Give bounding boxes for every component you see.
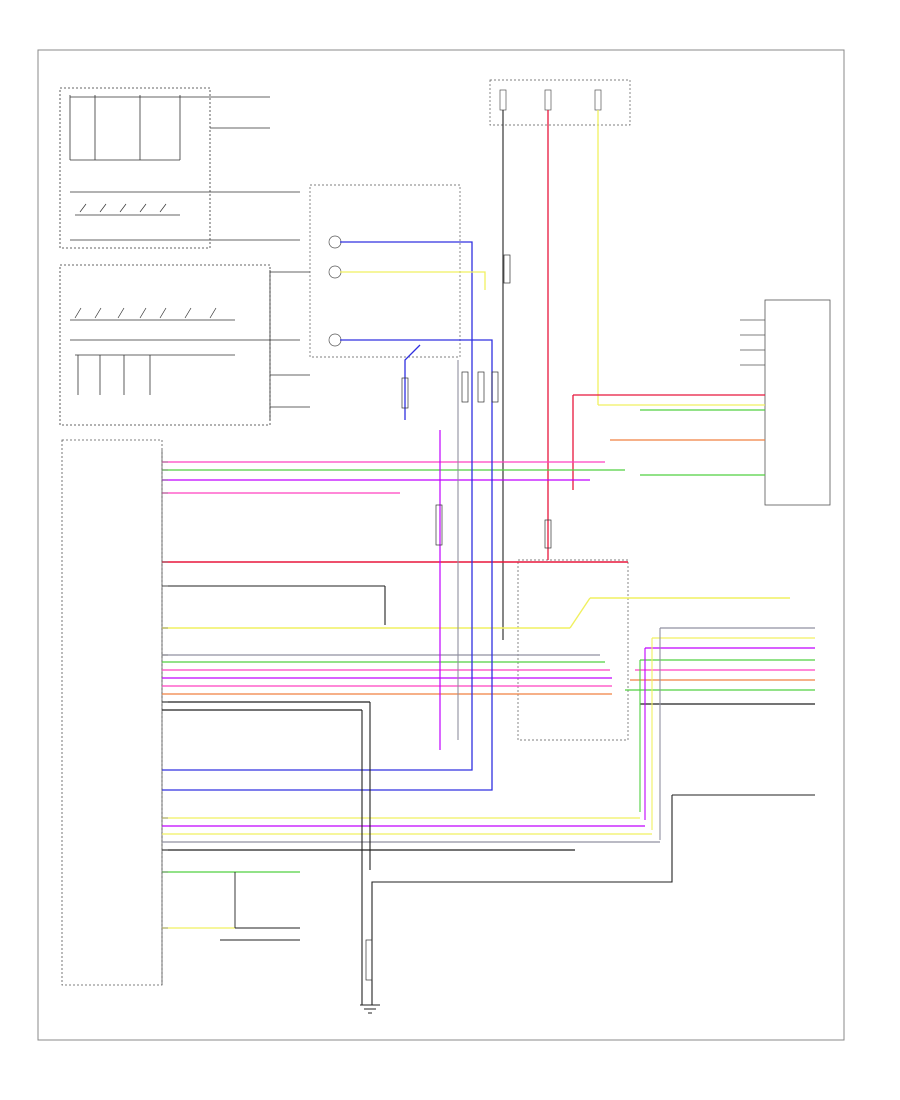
wire-bundle-middle xyxy=(162,654,612,711)
wire-green-right xyxy=(640,409,765,476)
wire-bundle-right xyxy=(625,627,815,705)
audio-module-right xyxy=(740,299,831,506)
clockspring-box xyxy=(309,184,461,358)
steering-wheel-switch-module-upper xyxy=(59,87,300,249)
bus-pink xyxy=(162,461,605,494)
steering-wheel-switch-module-lower xyxy=(59,264,310,426)
bundle-markers xyxy=(365,254,552,981)
switch-contacts-lower xyxy=(74,307,217,319)
central-control-module xyxy=(517,559,629,741)
wire-feed-yellow xyxy=(597,110,765,406)
main-connector-left xyxy=(61,439,163,986)
wire-red-right xyxy=(572,394,765,490)
wire-blue-runs xyxy=(162,241,493,791)
wire-bundle-right-verticals xyxy=(639,628,661,840)
bus-black-a xyxy=(162,585,386,625)
wire-black-lower-right xyxy=(361,702,815,1005)
diagram-frame xyxy=(37,49,845,1041)
wire-yellow-clockspring xyxy=(340,271,486,290)
fuse-block-top xyxy=(489,79,631,126)
switch-contacts-upper xyxy=(79,203,167,213)
connector-pins-left xyxy=(162,461,168,929)
ground-symbol xyxy=(360,1004,380,1014)
bus-lower xyxy=(162,817,660,851)
bottom-switch xyxy=(220,872,300,941)
bus-yellow xyxy=(162,597,790,629)
